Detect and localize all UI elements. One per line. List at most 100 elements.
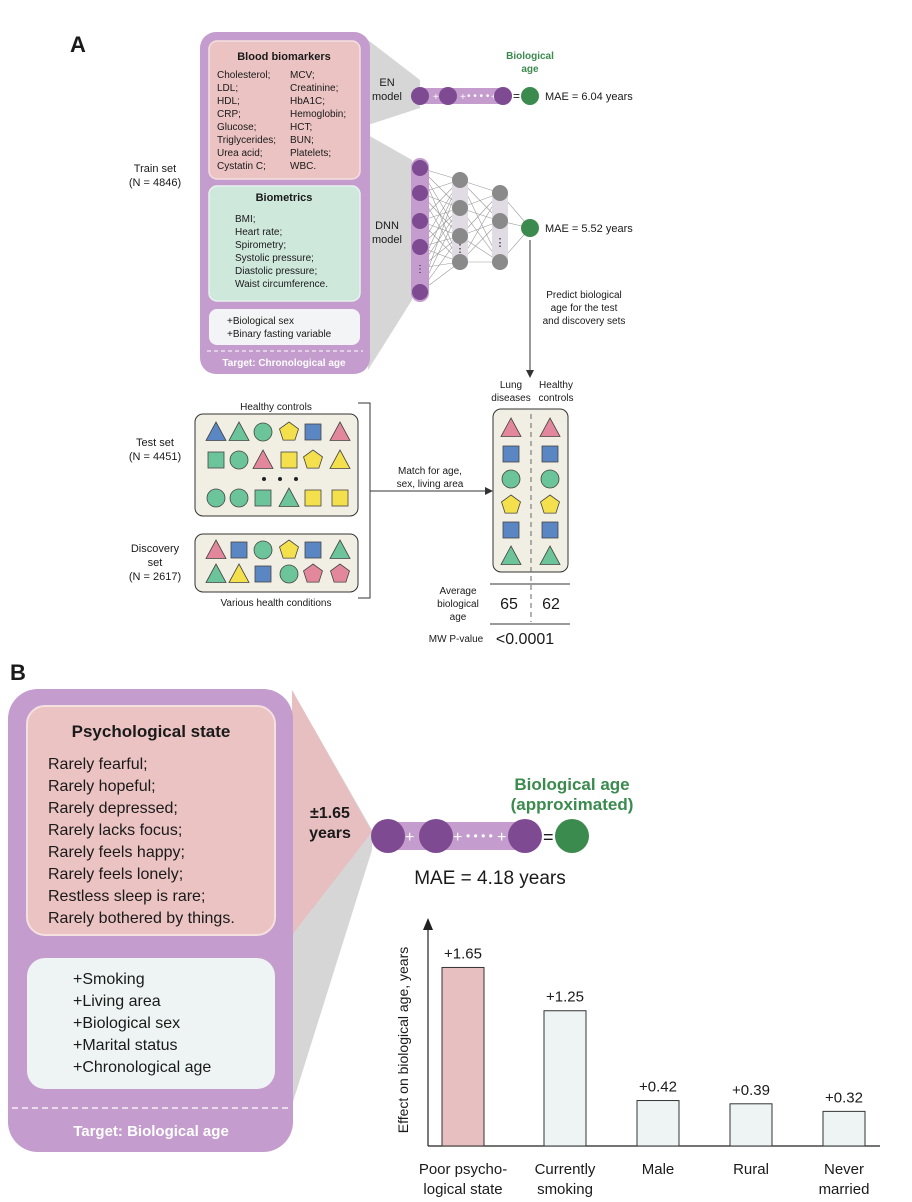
blood-item: BUN;	[290, 135, 314, 146]
category-label: logical state	[423, 1181, 502, 1198]
discovery-set-label: set	[148, 557, 163, 569]
circle-shape	[229, 450, 249, 470]
square-shape	[502, 521, 520, 539]
en-node	[494, 87, 512, 105]
b-node	[508, 819, 542, 853]
blood-item: Platelets;	[290, 148, 331, 159]
b-output-node	[555, 819, 589, 853]
triangle-shape	[278, 487, 300, 507]
pentagon-shape	[279, 421, 299, 441]
test-set-n: (N = 4451)	[129, 451, 181, 463]
dnn-ellipsis: ⋮	[495, 237, 506, 249]
plus-sign: +	[497, 829, 506, 846]
triangle-shape	[205, 421, 227, 441]
ellipsis: • • • •	[466, 829, 493, 843]
en-chain-bar	[412, 88, 512, 104]
pentagon-shape	[303, 449, 323, 469]
dnn-output-node	[521, 219, 539, 237]
triangle-shape	[329, 539, 351, 559]
square-shape	[304, 423, 322, 441]
biometrics-title: Biometrics	[256, 192, 313, 204]
psych-item: Restless sleep is rare;	[48, 888, 205, 905]
dnn-model-label: DNN	[375, 220, 399, 232]
target-label: Target: Chronological age	[222, 358, 346, 369]
bar	[822, 1110, 866, 1147]
triangle-shape	[500, 545, 522, 565]
en-model-label: EN	[379, 77, 394, 89]
plus-sign: +	[491, 92, 497, 103]
biometrics-box	[208, 185, 361, 302]
bio-age-title: age	[521, 64, 539, 75]
avg-healthy-value: 62	[542, 596, 560, 613]
square-shape	[254, 489, 272, 507]
dnn-input-node	[412, 284, 428, 300]
bar	[543, 1010, 587, 1147]
circle-shape	[206, 488, 226, 508]
psych-title: Psychological state	[72, 722, 231, 741]
mae-en: MAE = 6.04 years	[545, 91, 633, 103]
discovery-set-n: (N = 2617)	[129, 571, 181, 583]
train-set-n: (N = 4846)	[129, 177, 181, 189]
pentagon-shape	[330, 563, 350, 583]
b-funnel-pink	[292, 690, 372, 935]
triangle-shape	[252, 449, 274, 469]
b-extra-var: +Marital status	[73, 1037, 177, 1054]
blood-item: HCT;	[290, 122, 312, 133]
category-label: smoking	[537, 1181, 593, 1198]
blood-item: CRP;	[217, 109, 241, 120]
category-label: Currently	[535, 1161, 596, 1178]
blood-item: Urea acid;	[217, 148, 263, 159]
circle-shape	[279, 564, 299, 584]
psych-item: Rarely fearful;	[48, 756, 148, 773]
plus-sign: +	[453, 829, 462, 846]
dnn-hidden-bar	[452, 172, 468, 270]
bar-value-label: +1.65	[444, 945, 482, 962]
dnn-input-node	[412, 160, 428, 176]
category-label: Rural	[733, 1161, 769, 1178]
panel-a-letter: A	[70, 32, 86, 57]
category-label: Poor psycho-	[419, 1161, 507, 1178]
discovery-set-shapes	[205, 539, 351, 584]
psych-item: Rarely lacks focus;	[48, 822, 182, 839]
en-funnel	[368, 40, 420, 125]
plus-sign: +	[433, 92, 439, 103]
y-axis-label: Effect on biological age, years	[395, 947, 411, 1134]
avg-age-label: biological	[437, 599, 479, 610]
dnn-hidden-node	[492, 254, 508, 270]
dnn-input-node	[412, 213, 428, 229]
b-extra-var: +Smoking	[73, 971, 145, 988]
extra-var: +Biological sex	[227, 316, 294, 327]
ellipsis-dot	[278, 477, 282, 481]
b-chain-bar	[380, 822, 532, 850]
biometric-item: Spirometry;	[235, 240, 286, 251]
lung-label: Lung	[500, 380, 522, 391]
b-node	[371, 819, 405, 853]
triangle-shape	[500, 417, 522, 437]
triangle-shape	[539, 417, 561, 437]
circle-shape	[501, 469, 521, 489]
blood-item: Creatinine;	[290, 83, 338, 94]
square-shape	[304, 489, 322, 507]
biometric-item: Diastolic pressure;	[235, 266, 317, 277]
ellipsis: • • • •	[467, 91, 490, 102]
dnn-network: ⋮⋮⋮	[411, 158, 539, 302]
discovery-set-box	[194, 533, 359, 593]
blood-item: LDL;	[217, 83, 238, 94]
category-label: Male	[642, 1161, 675, 1178]
match-arrowhead	[485, 487, 493, 495]
dnn-hidden-node	[492, 185, 508, 201]
circle-shape	[229, 488, 249, 508]
bar	[729, 1103, 773, 1147]
bar	[441, 966, 485, 1147]
triangle-shape	[228, 563, 250, 583]
psych-list: Rarely fearful; Rarely hopeful; Rarely d…	[48, 756, 235, 927]
dnn-model-label: model	[372, 234, 402, 246]
b-target-label: Target: Biological age	[73, 1123, 229, 1140]
b-extra-list: +Smoking +Living area +Biological sex +M…	[73, 971, 211, 1076]
psych-box	[26, 705, 276, 936]
blood-biomarkers-title: Blood biomarkers	[237, 51, 331, 63]
square-shape	[541, 445, 559, 463]
various-conditions-label: Various health conditions	[221, 598, 332, 609]
biometric-item: Waist circumference.	[235, 279, 328, 290]
